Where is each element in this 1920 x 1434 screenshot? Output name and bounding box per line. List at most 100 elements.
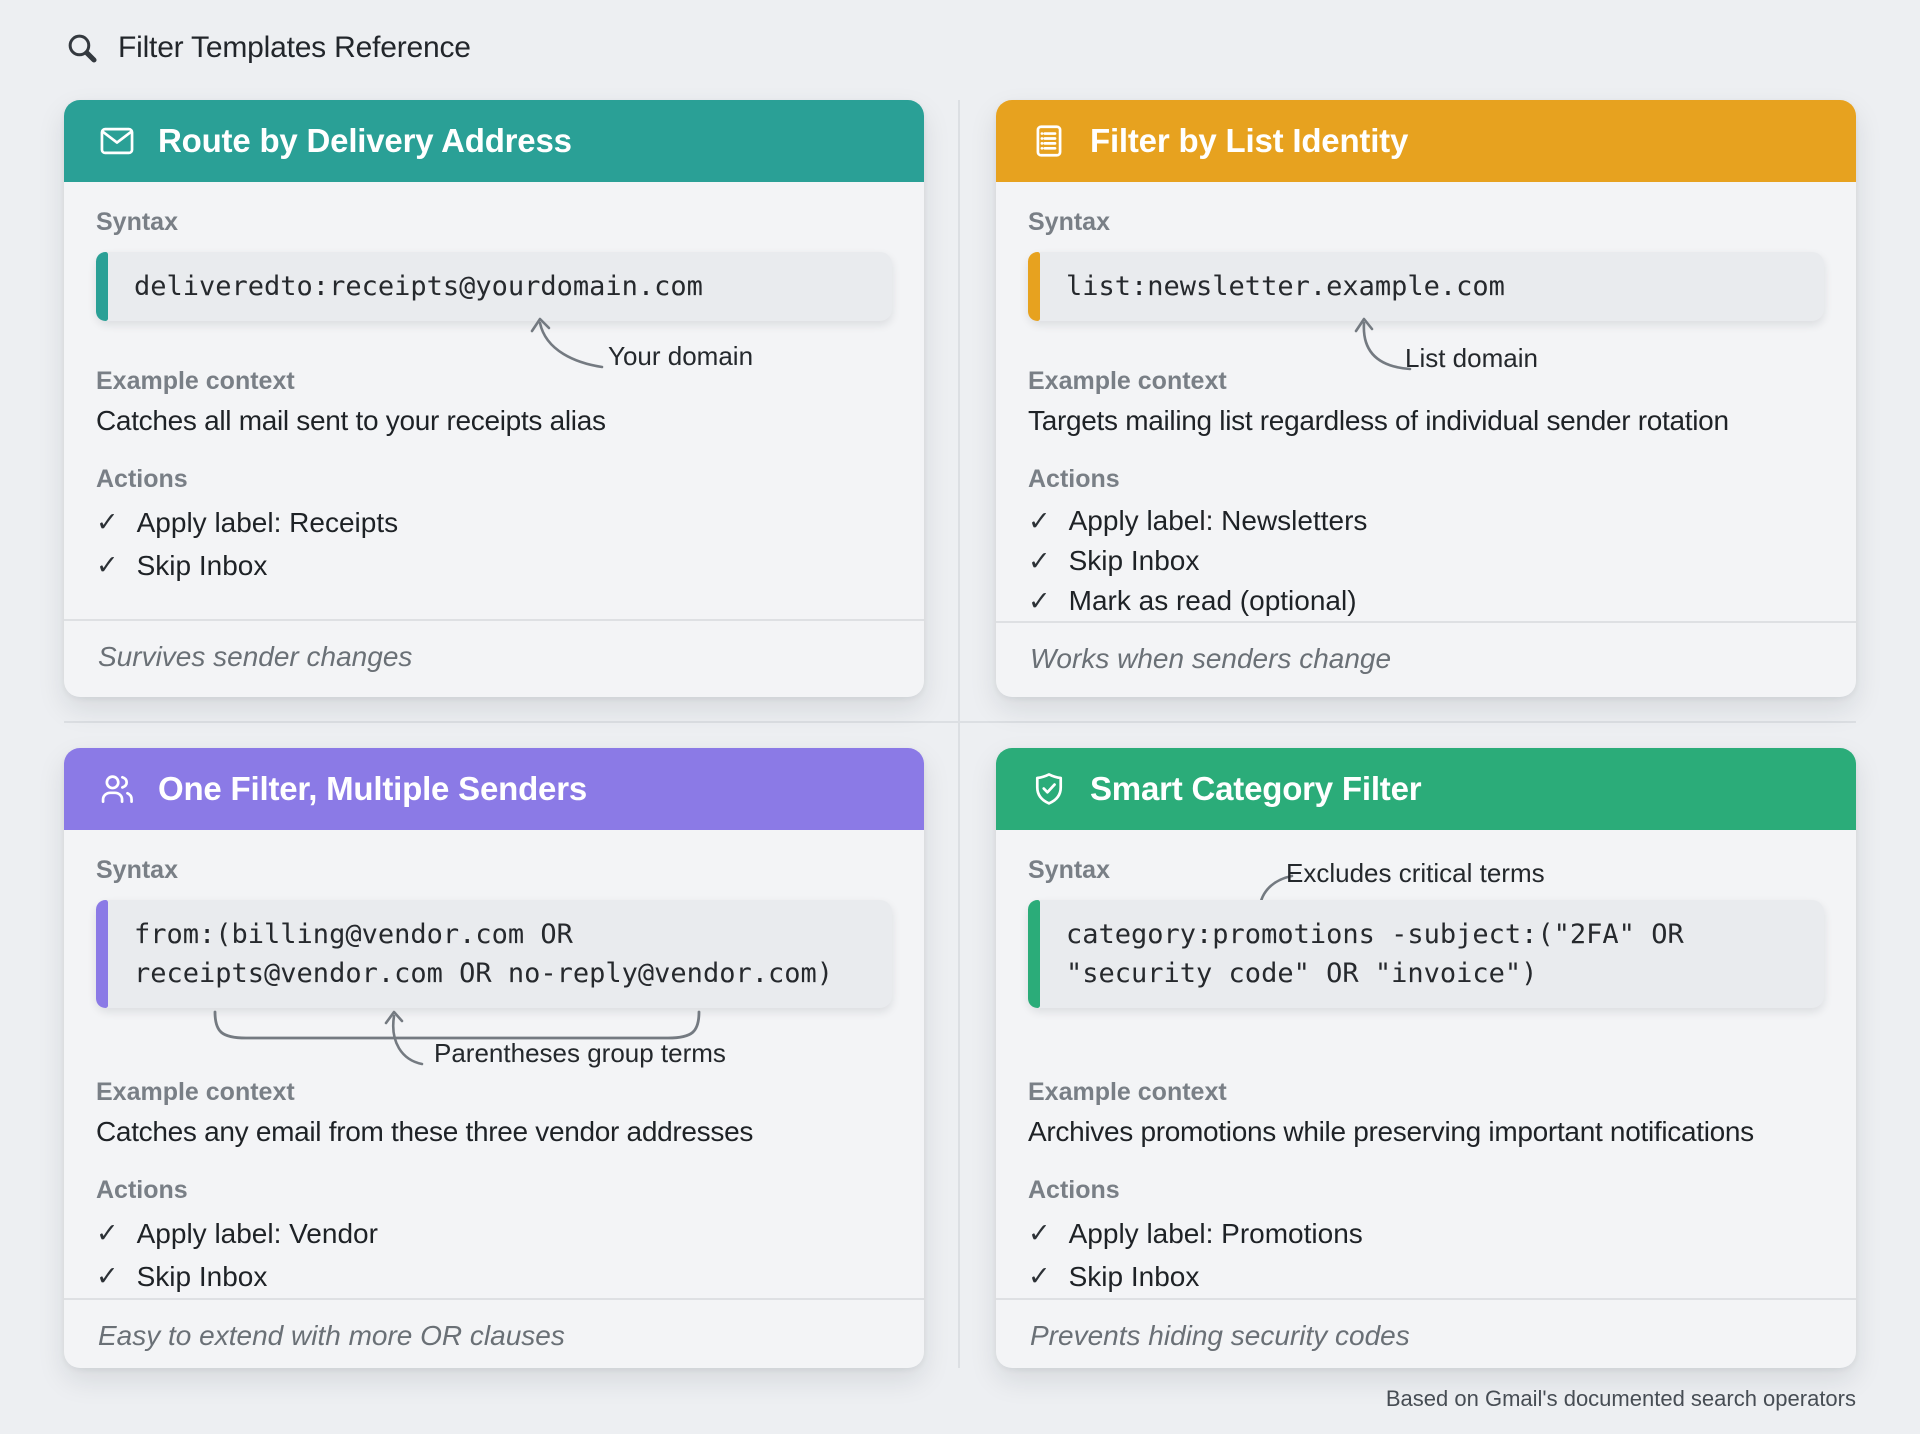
attribution-note: Based on Gmail's documented search opera…: [1385, 1386, 1856, 1411]
syntax-code-block: deliveredto:receipts@yourdomain.com: [96, 252, 892, 321]
card-header: Smart Category Filter: [996, 748, 1856, 830]
horizontal-divider: [64, 721, 1856, 723]
example-context-label: Example context: [96, 367, 295, 395]
code-accent-bar: [1028, 252, 1040, 321]
action-text: Apply label: Promotions: [1068, 1218, 1363, 1249]
code-line: list:newsletter.example.com: [1066, 271, 1505, 302]
actions-list: ✓Apply label: Promotions ✓ Skip Inbox: [1028, 1212, 1824, 1298]
action-item: ✓ Apply label: Vendor: [96, 1212, 892, 1255]
syntax-label: Syntax: [1028, 208, 1110, 236]
code-line: receipts@vendor.com OR no-reply@vendor.c…: [134, 958, 833, 989]
card-header: Filter by List Identity: [996, 100, 1856, 182]
syntax-code-block: from:(billing@vendor.com OR receipts@ven…: [96, 900, 892, 1008]
actions-label: Actions: [96, 465, 188, 493]
syntax-label: Syntax: [1028, 856, 1110, 884]
action-item: ✓ Apply label: Newsletters: [1028, 501, 1824, 541]
card-header: One Filter, Multiple Senders: [64, 748, 924, 830]
check-icon: ✓: [1028, 586, 1051, 616]
check-icon: ✓: [96, 507, 119, 537]
action-item: ✓Apply label: Promotions: [1028, 1212, 1824, 1255]
action-text: Apply label: Receipts: [136, 507, 399, 538]
syntax-label: Syntax: [96, 856, 178, 884]
card-title: Filter by List Identity: [1090, 122, 1409, 159]
action-item: ✓ Skip Inbox: [96, 544, 892, 587]
action-item: ✓ Skip Inbox: [96, 1255, 892, 1298]
shield-check-icon: [1030, 770, 1068, 808]
check-icon: ✓: [96, 1218, 119, 1248]
action-text: Skip Inbox: [1068, 545, 1200, 576]
annotation-arrow: [1354, 317, 1412, 371]
action-item: ✓ Apply label: Receipts: [96, 501, 892, 544]
footer-note: Easy to extend with more OR clauses: [98, 1320, 565, 1351]
list-icon: [1030, 122, 1068, 160]
action-text: Apply label: Vendor: [136, 1218, 378, 1249]
check-icon: ✓: [96, 1261, 119, 1291]
action-item: ✓Mark as read (optional): [1028, 581, 1824, 621]
group-brace: [213, 1010, 701, 1040]
check-icon: ✓: [96, 550, 119, 580]
code-line: deliveredto:receipts@yourdomain.com: [134, 271, 703, 302]
card-smart-category-filter: Smart Category Filter Syntax Excludes cr…: [996, 748, 1856, 1368]
annotation-arrow: [384, 1010, 424, 1066]
action-text: Skip Inbox: [136, 550, 268, 581]
page-title: Filter Templates Reference: [118, 31, 471, 64]
example-context-text: Targets mailing list regardless of indiv…: [1028, 405, 1729, 436]
actions-label: Actions: [96, 1176, 188, 1204]
annotation-label: Parentheses group terms: [434, 1038, 726, 1068]
card-footer: Prevents hiding security codes: [996, 1298, 1856, 1376]
example-context-text: Catches all mail sent to your receipts a…: [96, 405, 606, 436]
annotation-zone: Parentheses group terms: [96, 1008, 892, 1078]
users-icon: [98, 770, 136, 808]
annotation-zone: List domain: [1028, 317, 1824, 373]
syntax-code-block: category:promotions -subject:("2FA" OR "…: [1028, 900, 1824, 1008]
check-icon: ✓: [1028, 546, 1051, 576]
page-header: Filter Templates Reference: [64, 30, 471, 66]
syntax-code-block: list:newsletter.example.com: [1028, 252, 1824, 321]
card-body: Syntax from:(billing@vendor.com OR recei…: [64, 830, 924, 1298]
code-accent-bar: [96, 252, 108, 321]
example-context-label: Example context: [1028, 367, 1227, 395]
card-filter-by-list-identity: Filter by List Identity Syntax list:news…: [996, 100, 1856, 697]
envelope-icon: [98, 122, 136, 160]
actions-list: ✓ Apply label: Receipts ✓ Skip Inbox: [96, 501, 892, 587]
syntax-label: Syntax: [96, 208, 178, 236]
card-footer: Survives sender changes: [64, 619, 924, 697]
annotation-label: Your domain: [608, 341, 754, 371]
example-context-label: Example context: [96, 1078, 295, 1106]
action-text: Apply label: Newsletters: [1068, 505, 1368, 536]
action-item: ✓ Skip Inbox: [1028, 541, 1824, 581]
card-body: Syntax deliveredto:receipts@yourdomain.c…: [64, 182, 924, 619]
footer-note: Works when senders change: [1030, 643, 1392, 674]
action-text: Skip Inbox: [1068, 1261, 1200, 1292]
card-title: One Filter, Multiple Senders: [158, 770, 587, 807]
actions-label: Actions: [1028, 1176, 1120, 1204]
card-title: Smart Category Filter: [1090, 770, 1422, 807]
card-body: Syntax list:newsletter.example.com List …: [996, 182, 1856, 621]
action-item: ✓ Skip Inbox: [1028, 1255, 1824, 1298]
card-one-filter-multiple-senders: One Filter, Multiple Senders Syntax from…: [64, 748, 924, 1368]
code-accent-bar: [1028, 900, 1040, 1008]
actions-label: Actions: [1028, 465, 1120, 493]
check-icon: ✓: [1028, 506, 1051, 536]
action-text: Skip Inbox: [136, 1261, 268, 1292]
annotation-zone: Your domain: [96, 317, 892, 371]
card-footer: Easy to extend with more OR clauses: [64, 1298, 924, 1376]
code-line: from:(billing@vendor.com OR: [134, 919, 573, 950]
actions-list: ✓ Apply label: Vendor ✓ Skip Inbox: [96, 1212, 892, 1298]
footer-note: Prevents hiding security codes: [1030, 1320, 1410, 1351]
annotation-arrow: [530, 317, 604, 369]
annotation-label: List domain: [1405, 343, 1538, 373]
annotation-label: Excludes critical terms: [1286, 858, 1545, 888]
card-body: Syntax Excludes critical terms category:…: [996, 830, 1856, 1298]
footer-note: Survives sender changes: [98, 641, 413, 672]
card-header: Route by Delivery Address: [64, 100, 924, 182]
card-title: Route by Delivery Address: [158, 122, 572, 159]
example-context-text: Catches any email from these three vendo…: [96, 1116, 754, 1147]
check-icon: ✓: [1028, 1261, 1051, 1291]
card-footer: Works when senders change: [996, 621, 1856, 699]
card-route-by-delivery-address: Route by Delivery Address Syntax deliver…: [64, 100, 924, 697]
code-line: category:promotions -subject:("2FA" OR: [1066, 919, 1684, 950]
example-context-label: Example context: [1028, 1078, 1227, 1106]
example-context-text: Archives promotions while preserving imp…: [1028, 1116, 1754, 1147]
vertical-divider: [958, 100, 960, 1368]
